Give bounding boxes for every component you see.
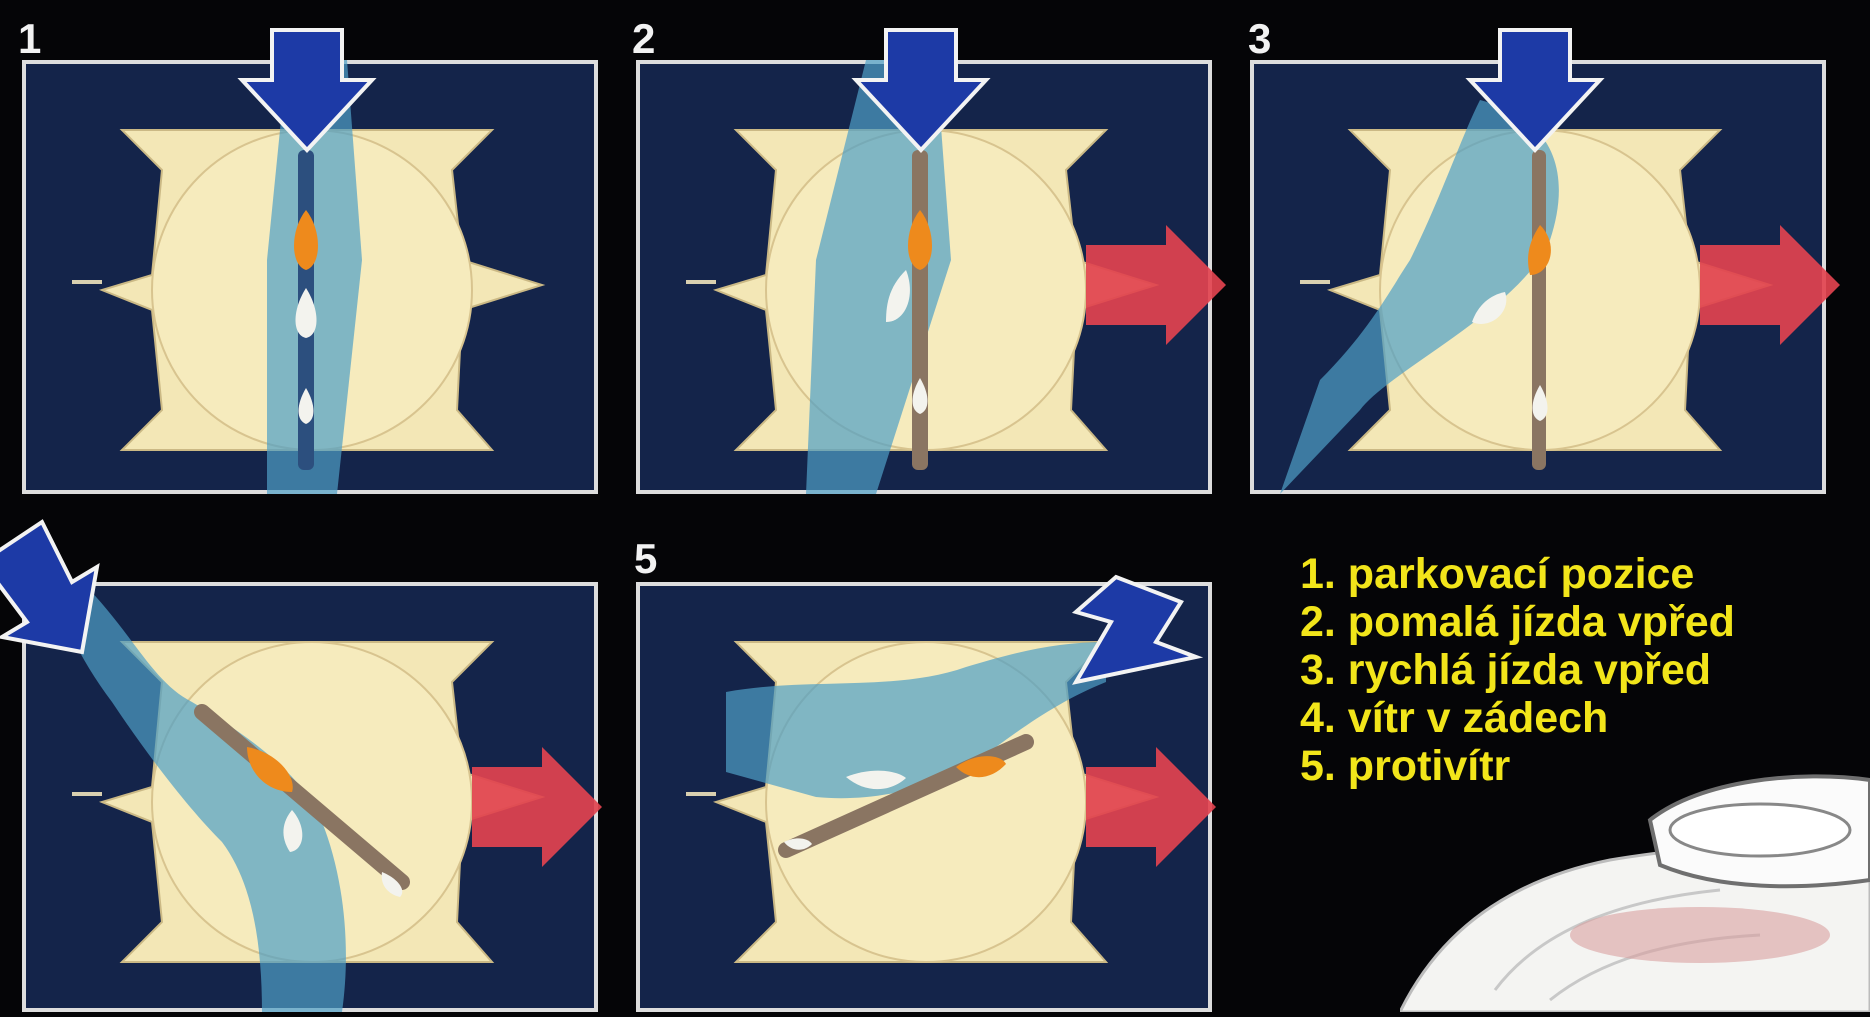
diagram-panel-2 xyxy=(636,60,1212,494)
legend: 1. parkovací pozice 2. pomalá jízda vpře… xyxy=(1300,550,1735,790)
diagram-panel-1 xyxy=(22,60,598,494)
diagram-panel-5 xyxy=(636,582,1212,1012)
diagram-panel-4 xyxy=(22,582,598,1012)
panel-3-number: 3 xyxy=(1248,18,1271,60)
ship-illustration xyxy=(1400,760,1870,1017)
panel-1-number: 1 xyxy=(18,18,41,60)
legend-item-2: 2. pomalá jízda vpřed xyxy=(1300,598,1735,646)
panel-2-number: 2 xyxy=(632,18,655,60)
legend-item-4: 4. vítr v zádech xyxy=(1300,694,1735,742)
wind-arrow xyxy=(0,522,97,652)
panel-5-number: 5 xyxy=(634,538,657,580)
legend-item-3: 3. rychlá jízda vpřed xyxy=(1300,646,1735,694)
legend-item-1: 1. parkovací pozice xyxy=(1300,550,1735,598)
diagram-panel-3 xyxy=(1250,60,1826,494)
